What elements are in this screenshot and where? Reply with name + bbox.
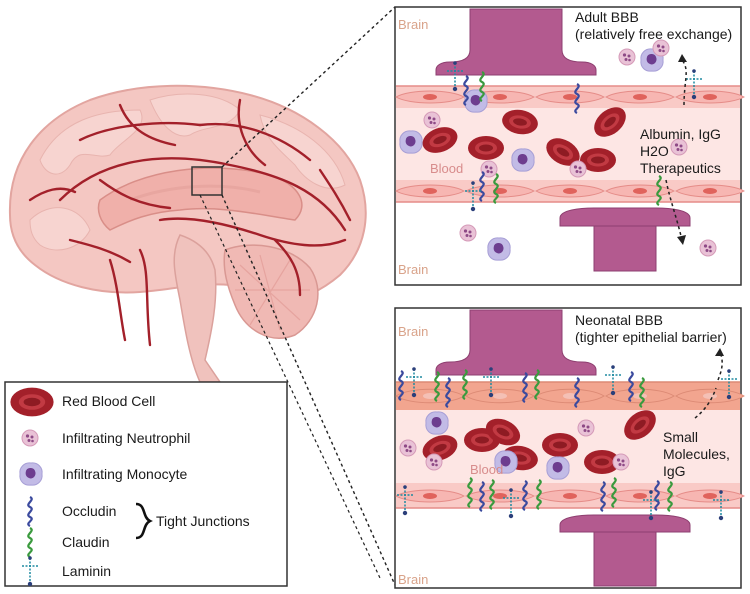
neonatal-bbb-title: Neonatal BBB — [575, 312, 663, 328]
adult-annotation-2: H2O — [640, 143, 669, 159]
legend-label-monocyte: Infiltrating Monocyte — [62, 466, 188, 482]
neonatal-blood-label: Blood — [470, 462, 504, 477]
adult-bbb-title: Adult BBB — [575, 9, 639, 25]
legend-label-rbc: Red Blood Cell — [62, 393, 156, 409]
tight-junction-brace — [135, 502, 153, 540]
neonatal-brain-bottom-label: Brain — [398, 572, 429, 587]
adult-bbb-panel — [394, 6, 745, 286]
legend-label-claudin: Claudin — [62, 534, 110, 550]
zoom-box — [191, 166, 223, 196]
zoom-line-bottom-2 — [199, 194, 381, 579]
adult-bbb-subtitle: (relatively free exchange) — [575, 26, 733, 42]
adult-brain-bottom-label: Brain — [398, 262, 429, 277]
adult-brain-top-label: Brain — [398, 17, 429, 32]
legend-rbc-icon — [10, 387, 54, 417]
neonatal-brain-top-label: Brain — [398, 324, 429, 339]
legend-neutrophil-icon — [21, 429, 39, 447]
neonatal-annotation-3: IgG — [663, 463, 686, 479]
zoom-line-bottom — [221, 194, 396, 586]
legend-monocyte-icon — [19, 462, 43, 486]
legend-group-tight-junctions: Tight Junctions — [156, 513, 250, 529]
brain-illustration — [8, 84, 367, 383]
adult-annotation-3: Therapeutics — [640, 160, 721, 176]
adult-annotation-1: Albumin, IgG — [640, 126, 721, 142]
legend-label-occludin: Occludin — [62, 503, 117, 519]
adult-blood-label: Blood — [430, 161, 464, 176]
legend — [4, 381, 288, 587]
legend-label-laminin: Laminin — [62, 563, 112, 579]
neonatal-annotation-2: Molecules, — [663, 446, 730, 462]
legend-label-neutrophil: Infiltrating Neutrophil — [62, 430, 191, 446]
neonatal-bbb-panel — [394, 307, 745, 589]
neonatal-bbb-subtitle: (tighter epithelial barrier) — [575, 329, 727, 345]
neonatal-annotation-1: Small — [663, 429, 699, 445]
